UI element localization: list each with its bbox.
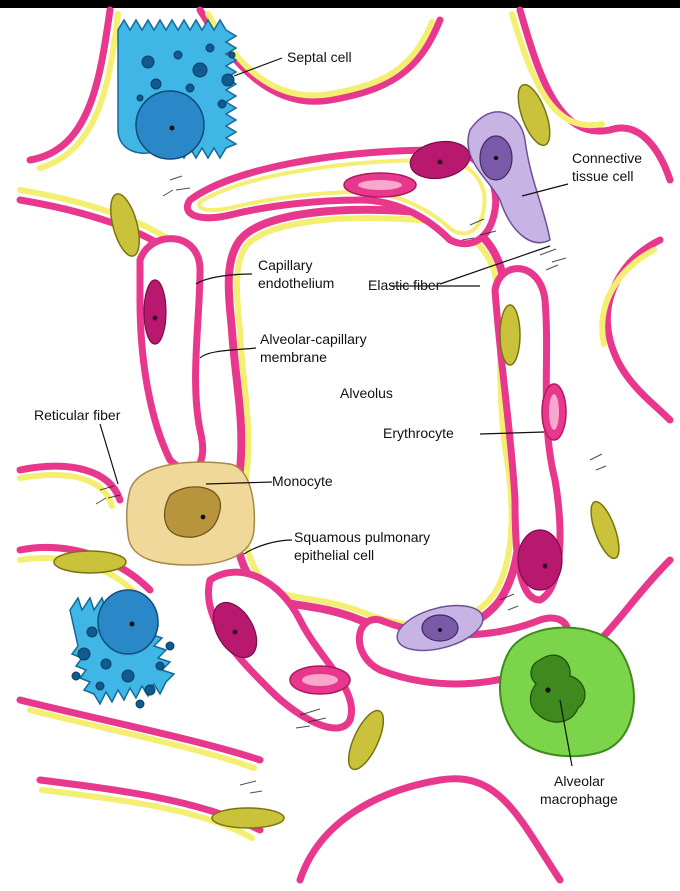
top-border (0, 0, 680, 8)
label-squamous-line1: Squamous pulmonary (294, 529, 430, 545)
label-alveolar-macrophage-line1: Alveolar (554, 773, 605, 789)
label-septal-cell: Septal cell (287, 49, 352, 65)
label-alveolar-capillary-membrane-line1: Alveolar-capillary (260, 331, 367, 347)
label-squamous-line2: epithelial cell (294, 547, 374, 563)
label-alveolus: Alveolus (340, 385, 393, 401)
septal-nucleus (136, 91, 204, 159)
label-connective-tissue-cell-line1: Connective (572, 150, 642, 166)
label-capillary-endothelium-line1: Capillary (258, 257, 312, 273)
septal-cell-bottom (70, 590, 174, 708)
septal-cell-top (118, 20, 236, 159)
label-monocyte: Monocyte (272, 473, 333, 489)
label-alveolar-macrophage-line2: macrophage (540, 791, 618, 807)
monocyte (127, 462, 255, 565)
septal-nucleus-bottom (98, 590, 158, 654)
label-alveolar-capillary-membrane-line2: membrane (260, 349, 327, 365)
label-connective-tissue-cell-line2: tissue cell (572, 168, 633, 184)
label-capillary-endothelium-line2: endothelium (258, 275, 334, 291)
alveolus-space (229, 210, 520, 633)
label-erythrocyte: Erythrocyte (383, 425, 454, 441)
label-elastic-fiber: Elastic fiber (368, 277, 441, 293)
label-reticular-fiber: Reticular fiber (34, 407, 121, 423)
